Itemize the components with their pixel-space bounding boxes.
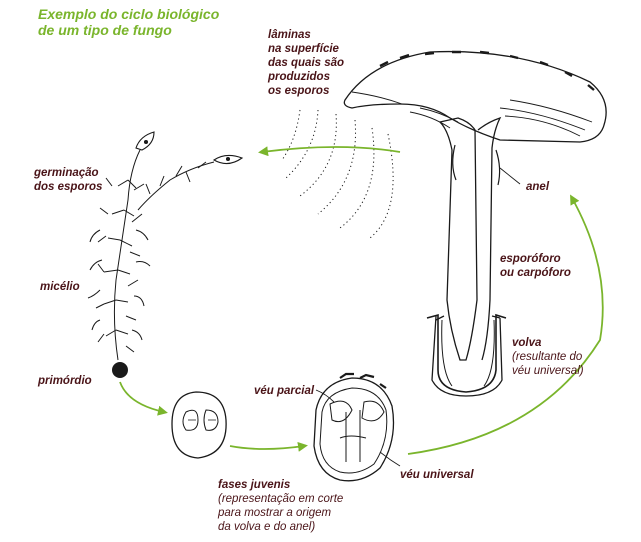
label-veu-parcial: véu parcial: [254, 385, 315, 397]
label-fases-juvenis: fases juvenis (representação em corte pa…: [218, 479, 344, 533]
mushroom-stem: [438, 116, 502, 361]
title-line-1: Exemplo do ciclo biológico: [38, 6, 220, 22]
arrow-juvenile-to-mushroom: [407, 194, 604, 455]
arrow-juvenile-to-juvenile: [229, 441, 308, 452]
label-germinacao: germinação dos esporos: [34, 167, 103, 193]
diagram-title: Exemplo do ciclo biológico de um tipo de…: [38, 6, 278, 38]
laminas-leader: [351, 91, 403, 105]
arrow-spores-to-germination: [258, 146, 401, 157]
label-esporoforo: esporóforo ou carpóforo: [500, 253, 571, 279]
ring-shape: [452, 144, 501, 186]
label-veu-universal: véu universal: [400, 469, 474, 481]
label-volva: volva (resultante do véu universal): [512, 337, 584, 377]
juvenile-stage-2: [313, 372, 395, 482]
label-anel: anel: [526, 181, 550, 193]
falling-spores: [281, 109, 394, 239]
primordium-dot: [112, 362, 128, 378]
germinating-spore-2: [212, 154, 244, 165]
title-line-2: de um tipo de fungo: [38, 22, 172, 38]
label-laminas: lâminas na superfície das quais são prod…: [268, 29, 345, 97]
juvenile-stage-1: [171, 391, 227, 459]
mycelium-hyphae: [87, 149, 215, 361]
label-primordio: primórdio: [38, 375, 92, 387]
germinating-spore-1: [135, 131, 155, 151]
arrow-primordium-to-juvenile: [119, 381, 168, 416]
mushroom-cap: [343, 50, 607, 143]
label-micelio: micélio: [40, 281, 80, 293]
